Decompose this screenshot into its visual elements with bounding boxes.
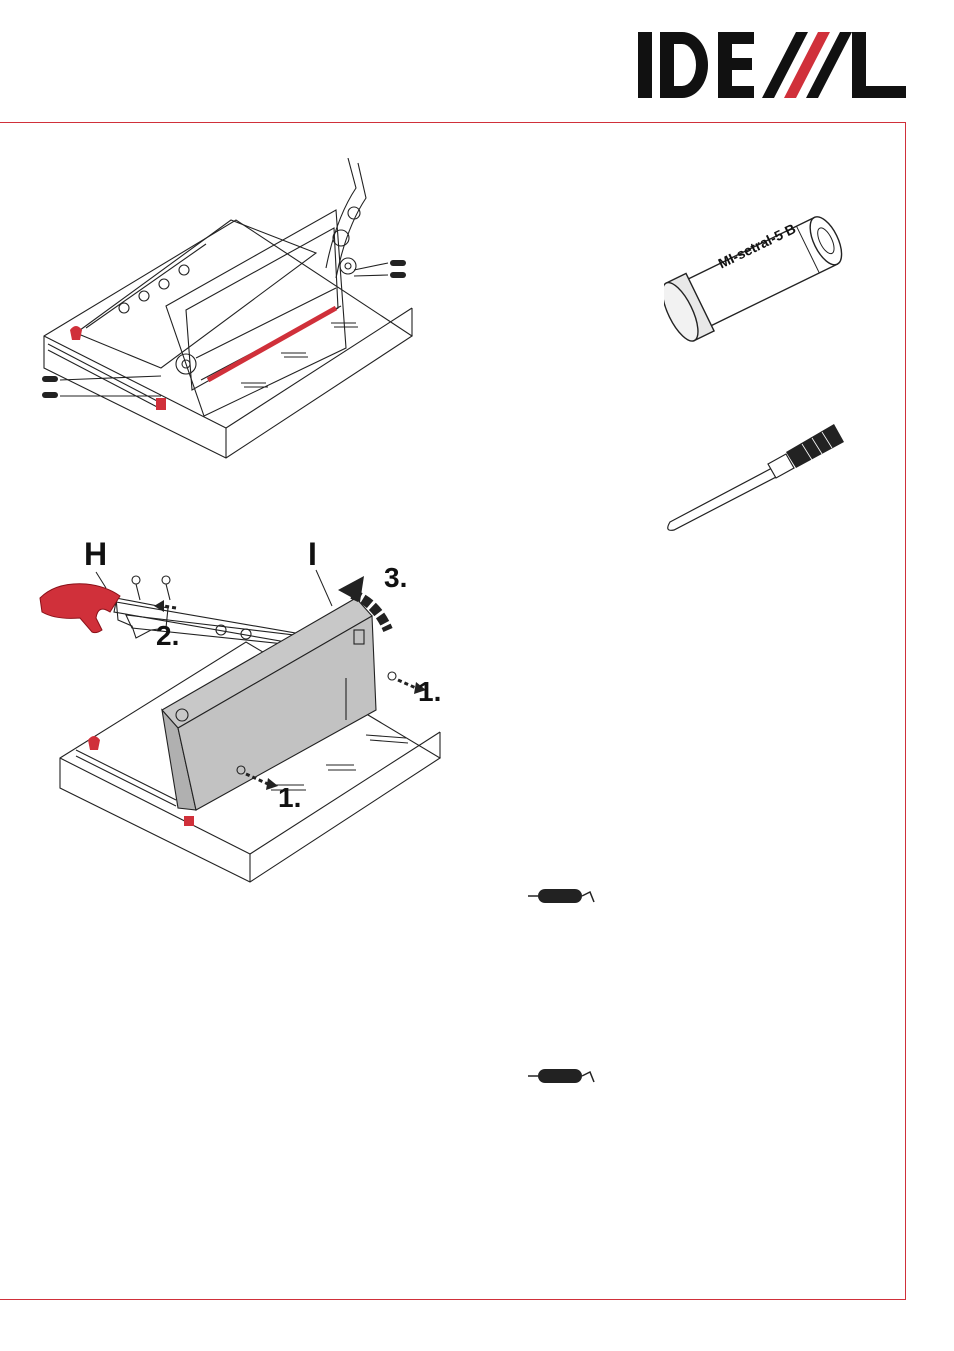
step-1-right-label: 1. (418, 678, 441, 706)
label-h: H (84, 538, 107, 570)
grease-marker-2 (528, 1064, 598, 1088)
grease-marker-1 (528, 884, 598, 908)
label-i: I (308, 538, 317, 570)
figure-cutter-top (36, 158, 426, 463)
step-1-bottom-label: 1. (278, 784, 301, 812)
figure-cutter-bottom (36, 560, 456, 885)
grease-tube-icon (664, 200, 852, 350)
step-2-label: 2. (156, 622, 179, 650)
brush-icon (662, 412, 848, 536)
step-3-label: 3. (384, 564, 407, 592)
ideal-logo (636, 30, 908, 100)
